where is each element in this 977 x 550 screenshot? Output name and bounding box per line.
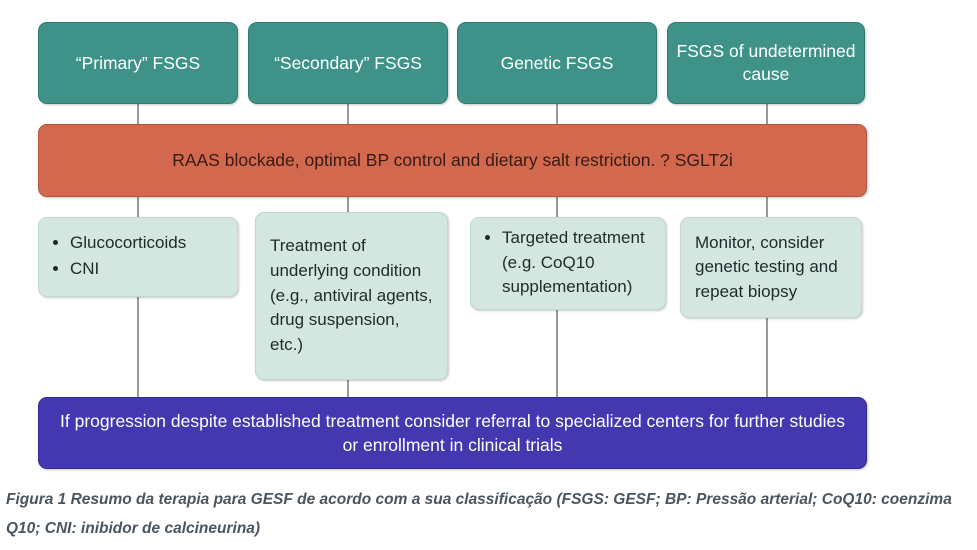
general-measures-text: RAAS blockade, optimal BP control and di… bbox=[172, 149, 733, 170]
category-box-genetic-fsgs[interactable]: Genetic FSGS bbox=[457, 22, 657, 104]
escalation-text: If progression despite established treat… bbox=[60, 410, 845, 456]
connector-line-col4-top bbox=[766, 103, 768, 125]
category-label: “Primary” FSGS bbox=[75, 52, 201, 73]
general-measures-band[interactable]: RAAS blockade, optimal BP control and di… bbox=[38, 124, 867, 197]
figure-caption: Figura 1 Resumo da terapia para GESF de … bbox=[6, 491, 952, 537]
category-label: FSGS of undetermined cause bbox=[676, 41, 856, 84]
escalation-band[interactable]: If progression despite established treat… bbox=[38, 397, 867, 469]
category-label: “Secondary” FSGS bbox=[274, 52, 422, 73]
treatment-text: Monitor, consider genetic testing and re… bbox=[695, 232, 838, 301]
treatment-bullet-list: Targeted treatment (e.g. CoQ10 supplemen… bbox=[485, 226, 651, 300]
connector-line-col2-top bbox=[347, 103, 349, 125]
connector-line-col4-middle bbox=[766, 196, 768, 218]
connector-line-col3-middle bbox=[556, 196, 558, 218]
connector-line-col2-middle bbox=[347, 196, 349, 218]
connector-line-col4-bottom bbox=[766, 318, 768, 398]
treatment-box-genetic[interactable]: Targeted treatment (e.g. CoQ10 supplemen… bbox=[470, 217, 666, 310]
category-label: Genetic FSGS bbox=[500, 52, 614, 73]
connector-line-col1-bottom bbox=[137, 296, 139, 398]
connector-line-col2-bottom bbox=[347, 380, 349, 398]
treatment-box-undetermined[interactable]: Monitor, consider genetic testing and re… bbox=[680, 217, 862, 318]
category-box-undetermined-cause-fsgs[interactable]: FSGS of undetermined cause bbox=[667, 22, 865, 104]
treatment-bullet-list: Glucocorticoids CNI bbox=[53, 231, 223, 281]
connector-line-col3-bottom bbox=[556, 310, 558, 398]
connector-line-col3-top bbox=[556, 103, 558, 125]
connector-line-col1-top bbox=[137, 103, 139, 125]
category-box-secondary-fsgs[interactable]: “Secondary” FSGS bbox=[248, 22, 448, 104]
treatment-bullet-item: Targeted treatment (e.g. CoQ10 supplemen… bbox=[502, 226, 651, 300]
treatment-bullet-item: CNI bbox=[70, 257, 223, 282]
treatment-text: Treatment of underlying condition (e.g.,… bbox=[270, 236, 433, 354]
treatment-bullet-item: Glucocorticoids bbox=[70, 231, 223, 256]
treatment-box-secondary[interactable]: Treatment of underlying condition (e.g.,… bbox=[255, 212, 448, 380]
treatment-box-primary[interactable]: Glucocorticoids CNI bbox=[38, 217, 238, 297]
connector-line-col1-middle bbox=[137, 196, 139, 218]
category-box-primary-fsgs[interactable]: “Primary” FSGS bbox=[38, 22, 238, 104]
